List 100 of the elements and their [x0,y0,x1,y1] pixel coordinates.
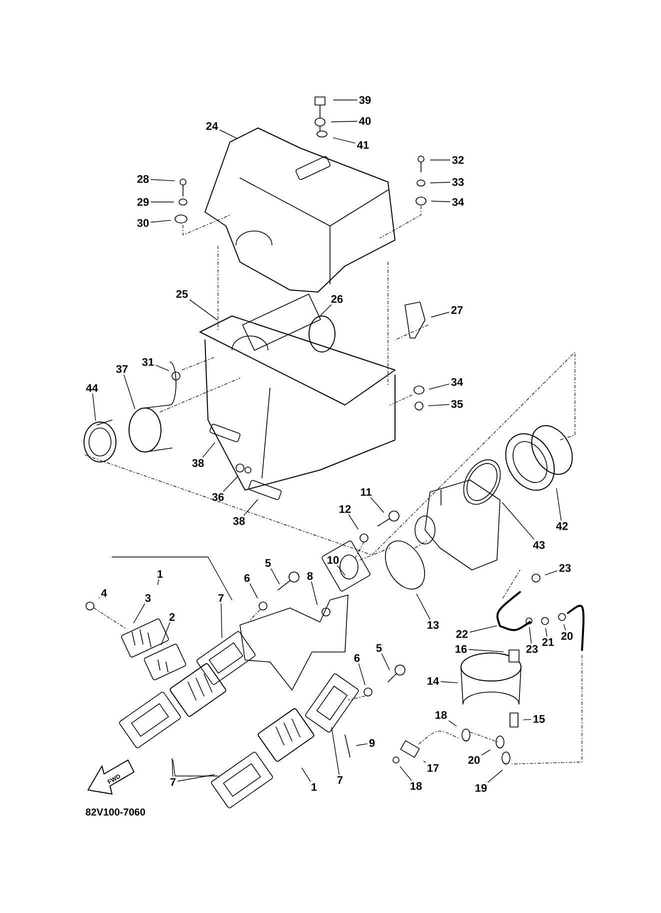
leader-line [431,312,450,318]
callout-number: 32 [452,156,464,164]
callout-number: 2 [169,613,175,621]
leader-line [348,514,358,530]
leader-line [423,760,426,763]
callout-number: 18 [436,711,447,719]
leader-line [529,627,532,644]
callout-number: 11 [360,488,372,496]
leader-line [190,299,218,320]
callout-number: 17 [428,764,439,772]
leader-line [440,681,458,684]
leader-line [244,499,258,516]
callout-number: 44 [86,384,98,392]
leader-line [202,442,216,458]
leader-line [502,502,534,540]
callout-number: 33 [452,178,464,186]
leader-line [150,179,175,182]
callout-number: 1 [312,783,317,791]
callout-number: 26 [331,295,343,303]
leader-line [150,220,171,223]
callout-number: 41 [357,141,369,149]
callout-number: 25 [176,290,188,298]
callout-number: 16 [456,645,467,653]
leader-line [331,727,340,775]
leader-line [156,365,170,372]
leader-line [320,304,332,316]
leader-line [381,653,390,670]
leader-line [333,137,356,144]
leader-line [124,374,136,410]
leader-line [223,476,238,492]
callout-number: 10 [328,556,339,564]
leader-line [470,625,497,632]
callout-number: 9 [369,739,375,747]
callout-number: 7 [170,778,176,786]
callout-number: 20 [468,756,480,764]
leader-line [157,579,160,585]
callout-number: 8 [307,572,313,580]
leader-line [430,182,450,184]
callout-number: 38 [192,459,204,467]
callout-number: 34 [451,378,464,386]
leader-line [133,603,146,624]
callout-number: 5 [265,559,271,567]
callout-number: 31 [142,358,154,366]
leader-line [302,768,311,782]
leader-line [356,743,368,746]
leader-line [92,393,96,421]
callout-number: 42 [556,522,568,530]
leader-line [564,624,566,631]
leader-line [370,497,384,513]
callout-number: 22 [456,630,468,638]
callout-number: 4 [101,589,107,597]
leader-line [431,200,450,202]
leader-line [488,770,503,783]
leader-line [311,581,318,605]
leader-line [160,622,170,646]
callout-number: 40 [359,117,371,125]
callout-number: 43 [533,541,545,549]
leader-line [178,774,215,782]
callout-number: 38 [233,517,245,525]
leader-line [482,750,490,756]
leader-line [400,766,412,781]
callout-number: 14 [428,677,440,685]
leader-line [358,663,366,685]
callout-number: 39 [359,96,371,104]
callout-number: 29 [137,198,149,206]
callout-number: 18 [410,782,422,790]
part-code: 82V100-7060 [86,808,146,816]
leader-line [250,583,258,598]
callout-number: 28 [137,175,149,183]
leader-line [545,628,548,637]
leader-line [220,603,222,638]
callout-number: 23 [526,645,538,653]
callout-number: 35 [451,400,463,408]
callout-number: 3 [145,594,151,602]
leader-line [337,565,346,576]
leader-line [468,649,504,652]
callout-number: 21 [542,638,554,646]
leader-line [429,384,450,390]
callout-number: 6 [244,574,250,582]
callout-number: 15 [534,715,545,723]
callout-number: 13 [428,621,439,629]
leader-line [428,404,450,406]
leader-line [448,720,457,726]
leader-line [172,758,174,777]
callout-number: 36 [212,493,224,501]
callout-number: 27 [451,306,463,314]
callout-number: 12 [340,505,351,513]
leader-line [523,719,532,720]
callout-number: 23 [559,564,571,572]
leader-line [544,570,558,576]
callout-number: 6 [354,654,360,662]
callout-number: 37 [116,365,128,373]
callout-number: 1 [158,570,163,578]
leader-line [331,120,358,122]
leader-line [556,488,562,521]
callout-number: 19 [476,784,487,792]
callout-number: 7 [218,594,224,602]
leader-line [416,594,430,620]
callout-number: 34 [452,198,464,206]
callout-number: 24 [206,122,218,130]
